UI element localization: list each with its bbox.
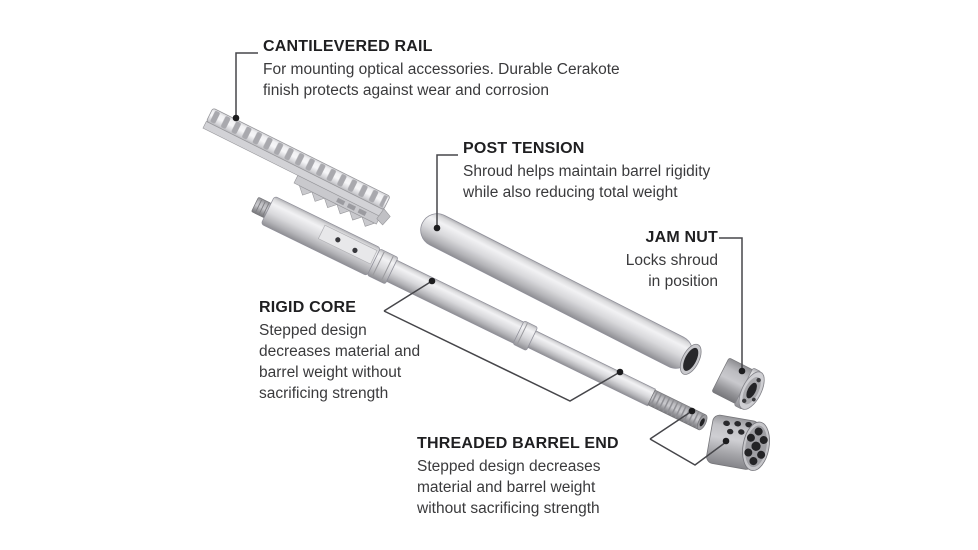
leader-dot-core-upper [428,277,436,285]
leader-dot-jam-nut [738,367,746,375]
post-tension-shroud-part [420,213,702,375]
leader-dots [232,114,746,445]
rigid-core-desc-line: decreases material and [259,343,421,360]
leader-jam-nut [719,237,743,370]
rigid-core-title: RIGID CORE [259,299,357,316]
post-tension-desc-line: while also reducing total weight [463,184,678,201]
label-post-tension: POST TENSION Shroud helps maintain barre… [463,139,710,203]
cantilevered-rail-title: CANTILEVERED RAIL [263,38,433,55]
jam-nut-desc-line: Locks shroud [625,252,718,269]
leader-dot-brake [722,437,730,445]
threaded-barrel-end-desc-line: Stepped design decreases [417,458,601,475]
post-tension-desc-line: Shroud helps maintain barrel rigidity [463,163,711,180]
threaded-barrel-end-title: THREADED BARREL END [417,435,619,452]
post-tension-title: POST TENSION [463,140,585,157]
leader-dot-thread [688,407,696,415]
leader-dot-rail [232,114,240,122]
label-rigid-core: RIGID CORE Stepped design decreases mate… [259,298,420,404]
leader-dot-core-lower [616,368,624,376]
label-threaded-barrel-end: THREADED BARREL END Stepped design decre… [417,434,619,519]
jam-nut-desc-line: in position [648,273,718,290]
rigid-core-desc-line: Stepped design [259,322,367,339]
label-cantilevered-rail: CANTILEVERED RAIL For mounting optical a… [263,37,620,101]
jam-nut-part [712,358,765,410]
muzzle-brake-part [706,414,770,471]
leader-rigid-core-a [383,280,433,312]
cantilevered-rail-part [202,108,391,227]
rigid-core-desc-line: barrel weight without [259,364,402,381]
leader-dot-shroud [433,224,441,232]
label-jam-nut: JAM NUT Locks shroud in position [626,228,718,292]
cantilevered-rail-desc-line: For mounting optical accessories. Durabl… [263,61,620,78]
leader-post-tension [436,154,458,227]
threaded-barrel-end-desc-line: material and barrel weight [417,479,596,496]
cantilevered-rail-desc-line: finish protects against wear and corrosi… [263,82,550,99]
rigid-core-desc-line: sacrificing strength [259,385,389,402]
jam-nut-title: JAM NUT [645,229,718,246]
leader-rigid-core-b [383,310,621,402]
leader-threaded-end-b [649,438,727,466]
threaded-barrel-end-desc-line: without sacrificing strength [417,500,600,517]
rigid-core-barrel-part [251,196,708,431]
leader-lines [235,52,743,466]
leader-cantilevered-rail [235,52,258,117]
leader-threaded-end-a [649,410,693,440]
